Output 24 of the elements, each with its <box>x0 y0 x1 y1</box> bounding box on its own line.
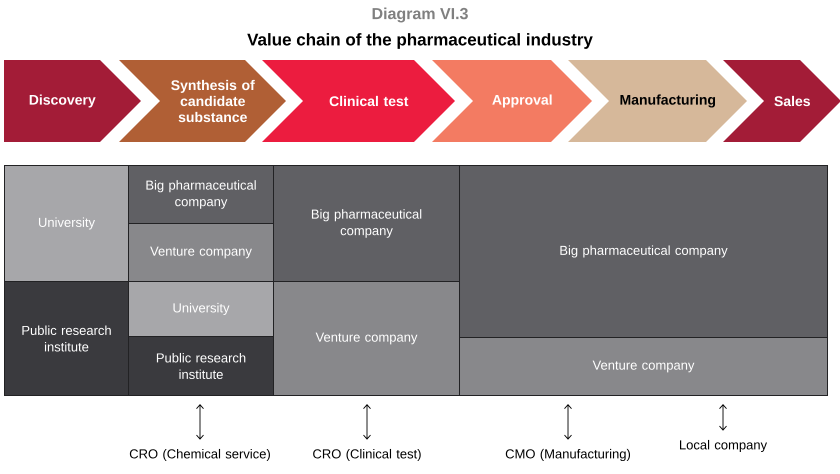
process-step-banner: Sales <box>723 60 840 142</box>
double-arrow <box>719 404 727 431</box>
process-step-banner: Clinical test <box>262 60 455 142</box>
title: Value chain of the pharmaceutical industry <box>247 33 593 49</box>
grid-cell: Venture company <box>459 337 828 396</box>
role-label: CRO (Chemical service) <box>130 448 270 462</box>
process-step-banner: Approval <box>432 60 592 142</box>
grid-cell: Public research institute <box>4 281 129 396</box>
grid-cell: Public research institute <box>128 336 274 396</box>
role-label: CMO (Manufacturing) <box>506 448 630 462</box>
grid-cell: Big pharmaceutical company <box>128 165 274 224</box>
role-label: Local company <box>680 440 768 452</box>
process-step-banner: Synthesis of candidate substance <box>119 60 286 142</box>
diagram-number: Diagram VI.3 <box>372 8 468 22</box>
grid-cell: University <box>128 281 274 337</box>
process-step-banner: Manufacturing <box>568 60 747 142</box>
double-arrow <box>564 404 572 440</box>
grid-cell: Venture company <box>273 281 460 396</box>
double-arrow <box>363 404 371 440</box>
grid-cell: University <box>4 165 129 282</box>
role-label: CRO (Clinical test) <box>313 448 421 462</box>
double-arrow <box>196 404 204 440</box>
grid-cell: Venture company <box>128 223 274 282</box>
process-step-banner: Discovery <box>4 60 141 142</box>
